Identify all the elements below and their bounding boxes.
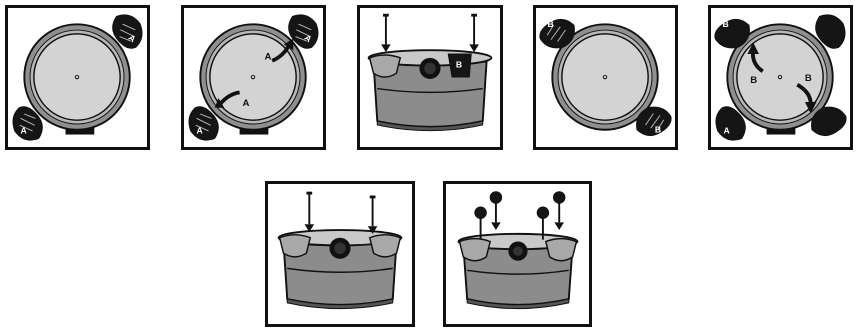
step-7-panel [443,181,592,327]
center-socket-inner [334,242,346,254]
label-a: A [20,126,26,136]
screw-left [381,14,391,52]
label-a: A [196,126,202,136]
screw-left [305,192,315,232]
left-foot-cup [459,239,490,261]
left-foot-cup [370,55,401,77]
label-b: B [723,19,729,29]
left-foot-cup [280,235,311,257]
step-6-side-view [268,184,412,324]
plate [562,34,648,120]
center-socket-inner [513,246,523,256]
step-5-top-view: B A A B B [711,8,850,147]
step-2-panel: A A A A [181,5,326,150]
right-foot-cup [370,235,401,257]
label-b: B [456,59,462,69]
knob-far-right [553,192,565,230]
step-3-side-view: B [360,8,500,147]
plate [34,34,120,120]
step-4-panel: B B [533,5,678,150]
step-2-top-view: A A A A [184,8,323,147]
label-b: B [655,125,661,135]
label-b: B [805,73,812,84]
screw-right [368,196,378,234]
center-socket-inner [424,63,436,75]
step-7-side-view [446,184,589,324]
knob-left [490,192,502,230]
step-1-top-view: A A [8,8,147,147]
step-4-top-view: B B [536,8,675,147]
step-6-panel [265,181,415,327]
step-5-panel: B A A B B [708,5,853,150]
screw-right [469,14,479,52]
right-foot-cup [546,239,577,261]
label-a: A [265,52,272,63]
label-a: A [746,119,752,129]
step-3-panel: B [357,5,503,150]
label-a: A [723,126,729,136]
label-a: A [242,98,249,109]
step-1-panel: A A [5,5,150,150]
label-b: B [548,19,554,29]
label-b: B [750,75,757,86]
